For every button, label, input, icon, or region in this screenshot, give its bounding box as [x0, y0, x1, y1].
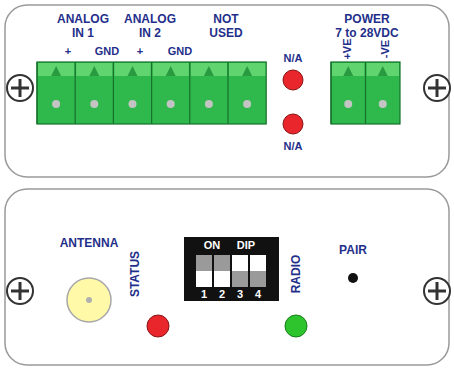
panel-label: GND	[168, 44, 192, 58]
vertical-label: +VE	[340, 38, 354, 59]
panel-label: GND	[95, 44, 119, 58]
switch-heading: ON	[204, 239, 221, 251]
terminal-blocks	[37, 62, 400, 124]
antenna-pin	[86, 297, 92, 303]
switch-number: 1	[201, 288, 207, 300]
vertical-label: STATUS	[128, 251, 142, 297]
panel-label: +	[137, 44, 143, 58]
panel-label: ANALOG IN 2	[122, 12, 178, 40]
terminal-block	[331, 62, 400, 124]
switch-number: 2	[219, 288, 225, 300]
switch-number: 4	[255, 288, 261, 300]
pair-button-hole	[348, 273, 358, 283]
panel-label: ANALOG IN 1	[55, 12, 111, 40]
dip-levers	[184, 237, 279, 301]
led-red	[283, 114, 303, 134]
panel-label: +	[65, 44, 71, 58]
vertical-label: RADIO	[289, 255, 303, 294]
screw	[7, 75, 33, 101]
screw	[7, 278, 33, 304]
antenna-connector	[67, 278, 111, 322]
switch-number: 3	[237, 288, 243, 300]
panel-label: N/A	[284, 139, 303, 153]
led-red	[283, 70, 303, 90]
switch-heading: DIP	[237, 239, 255, 251]
screw	[424, 278, 450, 304]
top-panel	[5, 5, 449, 177]
panel-label: ANTENNA	[60, 236, 119, 250]
panel-label: 7 to 28VDC	[335, 26, 398, 40]
dip-switch: ON DIP 1234	[184, 237, 279, 301]
panel-label: POWER	[344, 12, 389, 26]
screw	[424, 75, 450, 101]
panel-label: NOT USED	[206, 12, 246, 40]
terminal-block	[37, 62, 266, 124]
panel-label: PAIR	[339, 243, 367, 257]
panel-label: N/A	[284, 51, 303, 65]
vertical-label: -VE	[378, 40, 392, 58]
bottom-panel	[5, 189, 449, 365]
status-led	[147, 315, 169, 337]
radio-led	[285, 315, 307, 337]
